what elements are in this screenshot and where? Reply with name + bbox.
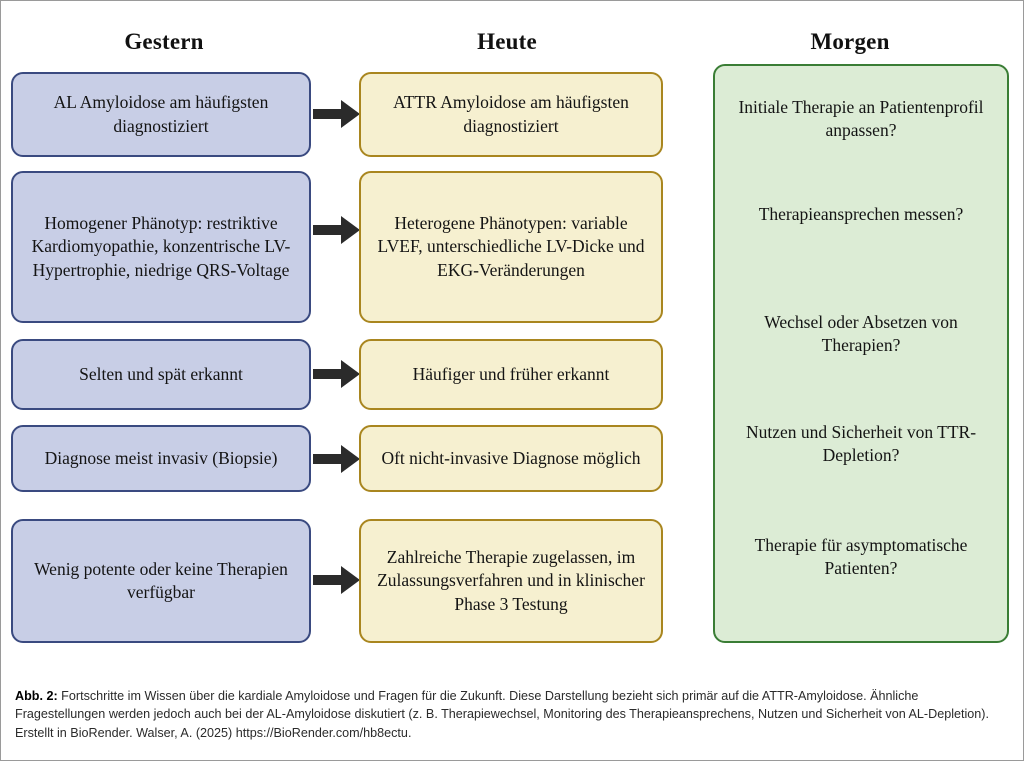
past-box-5: Wenig potente oder keine Therapien verfü… (11, 519, 311, 643)
future-question-2: Therapieansprechen messen? (758, 204, 964, 224)
future-question-4: Nutzen und Sicherheit von TTR-Depletion? (745, 422, 977, 466)
present-box-1: ATTR Amyloidose am häufigsten diagnostiz… (359, 72, 663, 157)
present-box-4: Oft nicht-invasive Diagnose möglich (359, 425, 663, 492)
figure-caption-text: Fortschritte im Wissen über die kardiale… (15, 689, 990, 740)
future-questions-box: Initiale Therapie an Patientenprofil anp… (713, 64, 1009, 643)
future-question-1: Initiale Therapie an Patientenprofil anp… (738, 97, 984, 141)
past-box-1: AL Amyloidose am häufigsten diagnostizie… (11, 72, 311, 157)
figure-caption: Abb. 2: Fortschritte im Wissen über die … (15, 687, 1009, 742)
column-heading-gestern: Gestern (124, 29, 204, 54)
present-box-3: Häufiger und früher erkannt (359, 339, 663, 410)
present-box-2: Heterogene Phänotypen: variable LVEF, un… (359, 171, 663, 323)
future-question-5: Therapie für asymptomatische Patienten? (754, 535, 968, 579)
arrow-right-icon-2 (313, 216, 360, 244)
past-box-4: Diagnose meist invasiv (Biopsie) (11, 425, 311, 492)
future-question-3: Wechsel oder Absetzen von Therapien? (764, 312, 958, 356)
arrow-right-icon-4 (313, 445, 360, 473)
figure-caption-label: Abb. 2: (15, 689, 58, 703)
past-box-2: Homogener Phänotyp: restriktive Kardiomy… (11, 171, 311, 323)
present-box-5: Zahlreiche Therapie zugelassen, im Zulas… (359, 519, 663, 643)
past-box-3: Selten und spät erkannt (11, 339, 311, 410)
arrow-right-icon-3 (313, 360, 360, 388)
arrow-right-icon-5 (313, 566, 360, 594)
column-heading-heute: Heute (477, 29, 537, 54)
column-heading-morgen: Morgen (810, 29, 890, 54)
arrow-right-icon-1 (313, 100, 360, 128)
